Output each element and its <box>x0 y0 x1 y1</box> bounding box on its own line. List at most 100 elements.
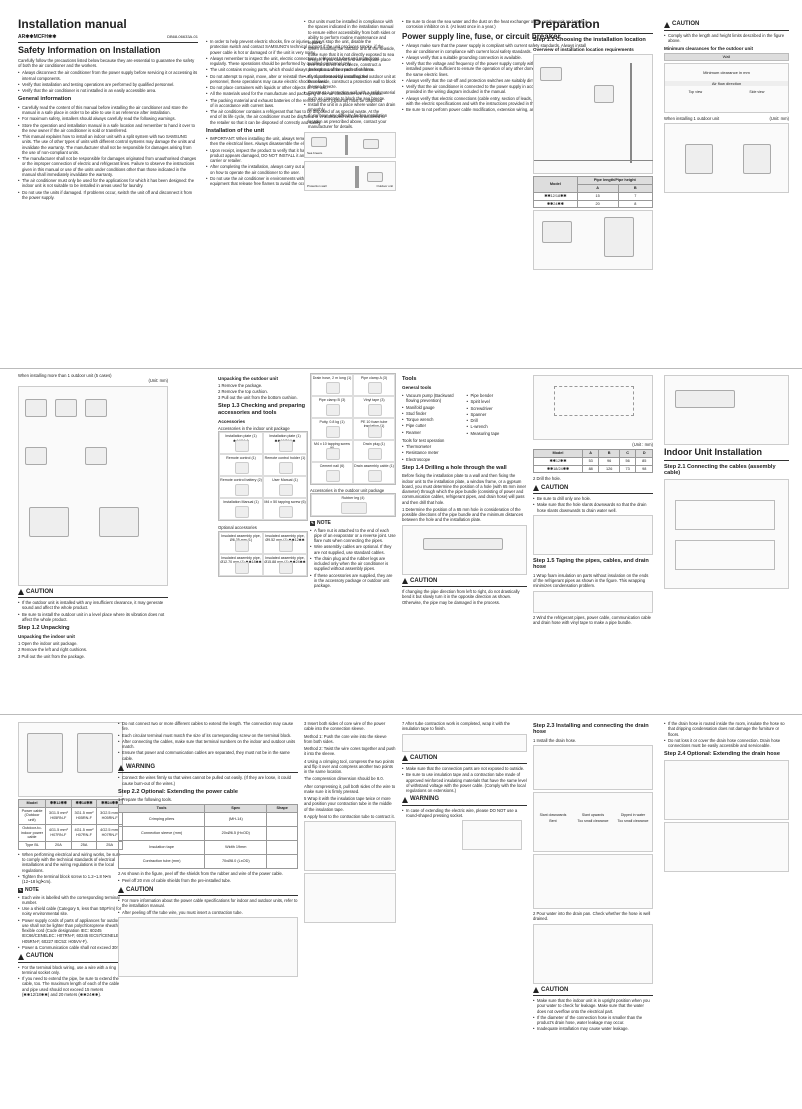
cable-figure <box>664 478 789 589</box>
list-item: Inadequate installation may cause water … <box>533 1026 653 1032</box>
accessory-item: Remote control holder (1) <box>263 454 307 477</box>
when2-label: When installing more than 1 outdoor unit… <box>18 373 112 378</box>
accessory-item: Insulated assembly pipe, Ø12.70 mm (1) ✱… <box>219 553 263 576</box>
col-row2-1: When installing more than 1 outdoor unit… <box>18 373 168 703</box>
list-item: After completing the installation, alway… <box>206 164 386 175</box>
acc-note: ✎NOTE <box>310 520 396 526</box>
col4-intro: Be sure to clean the sea water and the d… <box>402 19 592 30</box>
list-item: If you have any difficulty finding insta… <box>304 113 396 129</box>
warning-icon <box>118 764 124 771</box>
list-item: Spirit level <box>467 399 528 405</box>
accessory-item: M4 x 10 tapping screw (6) <box>311 440 353 462</box>
sea-figure-2: Protection wall Outdoor unit <box>304 161 396 191</box>
step12-title: Step 1.2 Unpacking <box>18 625 70 631</box>
list-item: In case of extending the electric wire, … <box>402 808 527 819</box>
drain-pan-figure <box>533 854 653 910</box>
row2-caution-list: If the outdoor unit is installed with an… <box>18 600 168 622</box>
outdoor-figure <box>533 210 653 271</box>
step-text: 3 Insert both sides of core wire of the … <box>304 721 386 732</box>
list-item: Vacuum pump (Backward flowing prevention… <box>402 393 463 404</box>
col-accessories: Unpacking the outdoor unit 1 Remove the … <box>218 373 308 703</box>
step22-title: Step 2.2 Optional: Extending the power c… <box>118 788 238 795</box>
sea-figure-1: Sea breeze <box>304 132 396 158</box>
col-min-clearance: CAUTION Comply with the length and heigh… <box>664 18 789 358</box>
protection-wall-label: Protection wall <box>307 184 327 189</box>
list-item: Verify that installation and testing ope… <box>18 82 198 88</box>
step15-title: Step 1.5 Taping the pipes, cables, and d… <box>533 557 649 571</box>
prep-step: Step 1.1 Choosing the installation locat… <box>533 37 646 44</box>
list-item: Torque wrench <box>402 417 463 423</box>
safety-bullets: Always disconnect the air conditioner fr… <box>18 70 198 93</box>
unpack-outdoor-title: Unpacking the outdoor unit <box>218 376 278 381</box>
list-item: Wire assembly cables are optional. If th… <box>310 544 396 555</box>
col-row3-1: Model✱✱12✱✱✱✱18✱✱✱✱24✱✱Power cable (Outd… <box>18 720 123 1105</box>
list-item: Always verify that a suitable grounding … <box>402 55 592 61</box>
row3-caution-list: For the terminal block wiring, use a wir… <box>18 965 123 998</box>
acc-col2-grid: Drain hose, 2 m long (1)Pipe clamp A (3)… <box>310 373 396 485</box>
list-item: Pipe cutter <box>402 423 463 429</box>
list-item: Always verify that the cut-off and prote… <box>402 78 592 84</box>
list-item: Always verify that electric connections … <box>402 96 592 107</box>
table-row: Contraction tube (mm)70xØ8.0 (LxOD) <box>118 854 298 870</box>
list-item: The unit contains moving parts, which sh… <box>206 67 386 73</box>
list-item: Make sure that the indoor unit is in upr… <box>533 998 653 1014</box>
caution-icon <box>664 21 670 28</box>
row2-caution: CAUTION <box>18 589 168 598</box>
side-view-label: Side view <box>749 89 765 94</box>
multi-outdoor-figure <box>18 385 168 586</box>
acc-notes-list: A flare nut is attached to the end of ea… <box>310 528 396 589</box>
sleeve-figure <box>304 821 396 871</box>
row3-col4-warning-list: In case of extending the electric wire, … <box>402 808 527 819</box>
step14-title: Step 1.4 Drilling a hole through the wal… <box>402 464 507 471</box>
prep-title: Preparation <box>533 18 600 31</box>
step14-1: 1 Determine the position of a 65 mm hole… <box>402 506 524 523</box>
step23-title: Step 2.3 Installing and connecting the d… <box>533 723 649 736</box>
list-item: Install the unit in a place where water … <box>304 102 396 113</box>
list-item: Construct a protection wall with a solid… <box>304 90 396 101</box>
acc-indoor-grid: Installation plate (1) ✱✱12✱✱Installatio… <box>218 431 308 522</box>
col-row3-3: 3 Insert both sides of core wire of the … <box>304 720 396 1105</box>
unit-mm-2: (Unit: mm) <box>148 378 168 384</box>
list-item: A flare nut is attached to the end of ea… <box>310 528 396 544</box>
acc-outdoor-grid: Rubber leg (4) <box>310 493 396 518</box>
row3-col4: 7 After tube contraction work is complet… <box>402 721 527 732</box>
col-safety-1: Installation manual AR✱✱MCFH✱✱ DB68-0663… <box>18 18 198 358</box>
pipe-direction-figure <box>402 524 527 575</box>
list-item: All the materials used for the manufactu… <box>206 91 386 97</box>
list-item: Be sure to install the outdoor unit in a… <box>18 612 168 623</box>
drain-label: Slant downwards <box>539 813 567 818</box>
list-item: When performing electrical and wiring wo… <box>18 852 123 873</box>
list-item: For more information about the power cab… <box>118 898 298 909</box>
tools-test-title: Tools for test operation <box>402 437 445 443</box>
accessory-item: Installation Manual (1) <box>219 498 263 521</box>
note-label: NOTE <box>317 520 331 527</box>
rubber-leg: Rubber leg (4) <box>311 494 395 517</box>
unit-mm-3: (Unit : mm) <box>632 442 653 447</box>
step22-1: 1 Prepare the following tools. <box>118 797 173 803</box>
list-item: Reamer <box>402 430 463 436</box>
terminal-figure <box>18 722 123 797</box>
extend-drain-figure-2 <box>664 821 789 872</box>
sea-breeze-label: Sea breeze <box>307 151 323 156</box>
list-item: If the outdoor unit is installed with an… <box>18 600 168 611</box>
list-item: Verify that the air conditioner is not i… <box>18 88 198 94</box>
list-item: This manual explains how to install an i… <box>18 134 198 155</box>
list-item: Spanner <box>467 412 528 418</box>
list-item: Connect the wires firmly so that wires c… <box>118 775 298 786</box>
list-item: If you cannot avoid installing the outdo… <box>304 74 396 90</box>
model-code: AR✱✱MCFH✱✱ <box>18 34 57 41</box>
note-icon: ✎ <box>310 520 315 526</box>
drain-label: Too small clearance <box>617 819 649 824</box>
unit-mm-label: (Unit: mm) <box>769 115 789 121</box>
list-item: Each circular terminal must match the si… <box>118 733 298 739</box>
general-tools-title: General tools <box>402 385 432 391</box>
prep-caution: CAUTION <box>664 21 789 31</box>
table-row: Power cable (Outdoor unit)3G1.5 mm² H05R… <box>18 806 123 825</box>
